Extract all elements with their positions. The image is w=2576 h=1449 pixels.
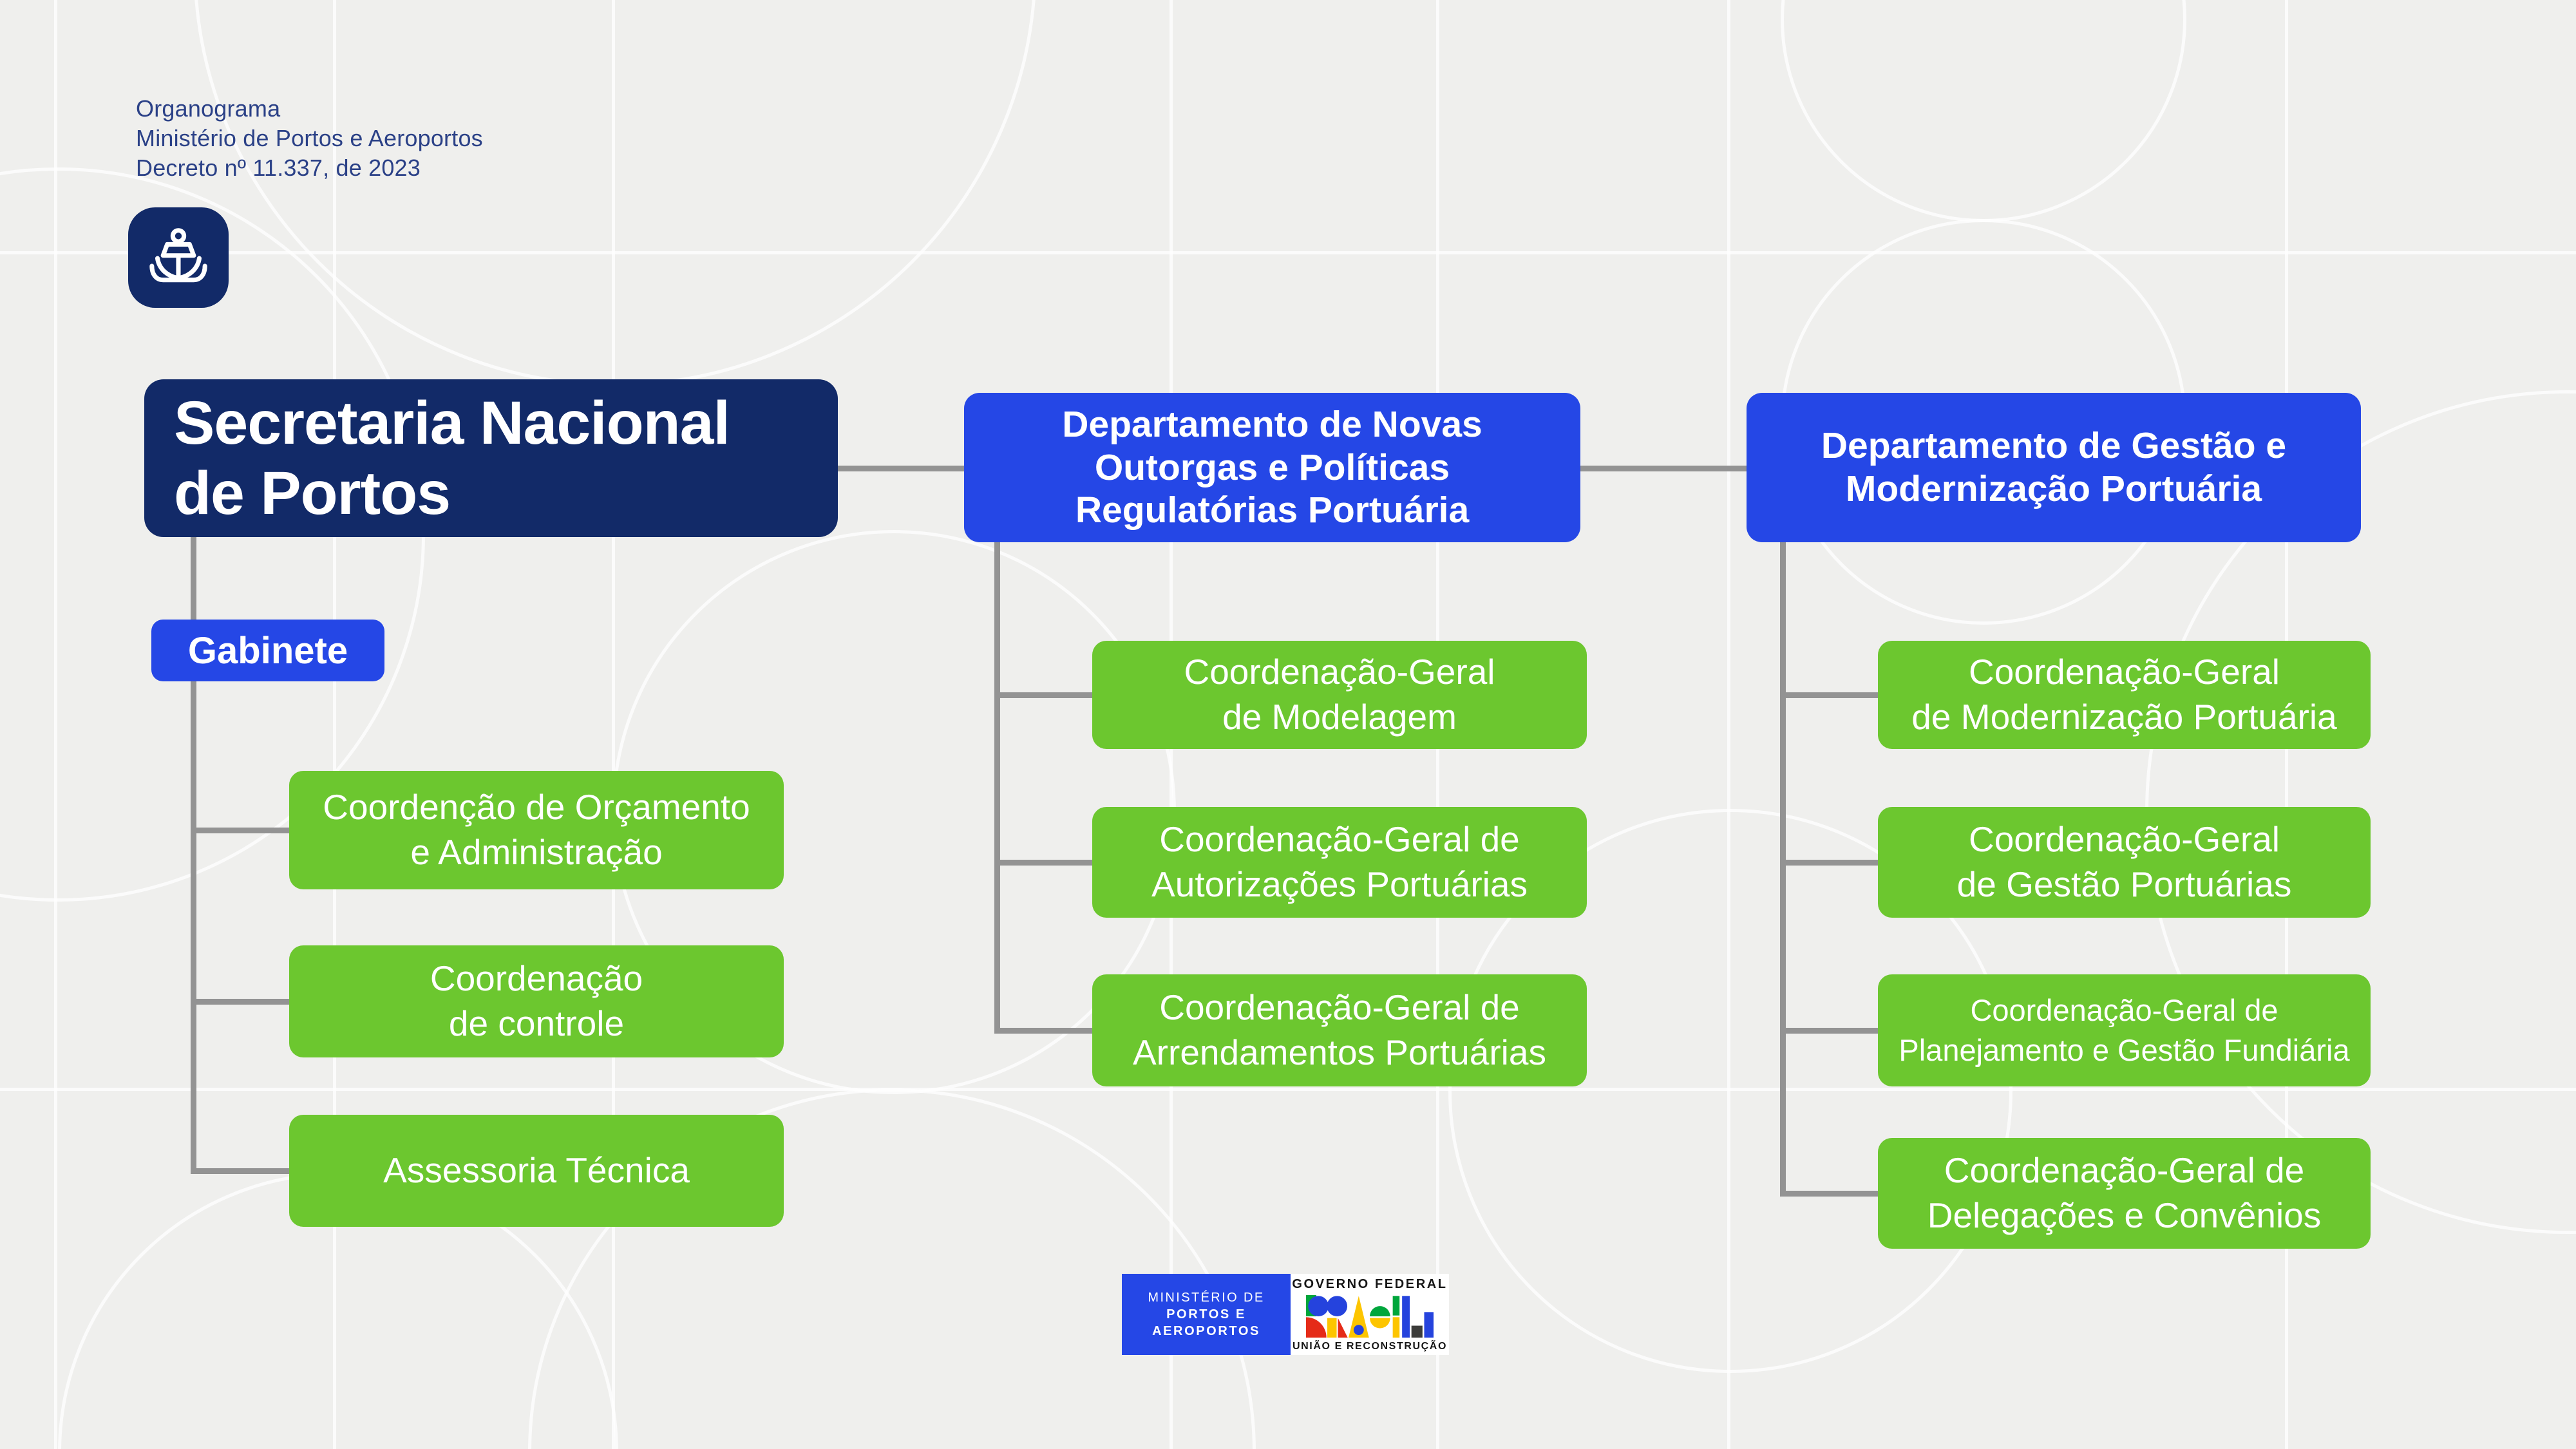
- connector-right-stub: [1780, 1191, 1878, 1197]
- node-label-line: de controle: [448, 1003, 625, 1043]
- connector-right-stub: [1780, 1028, 1878, 1034]
- node-label-line: Regulatórias Portuária: [1075, 489, 1470, 531]
- bg-line: [0, 251, 2576, 254]
- node-label-line: de Portos: [174, 459, 451, 527]
- node-label-line: de Modelagem: [1222, 697, 1457, 737]
- node-label-line: Coordenação-Geral de: [1159, 819, 1520, 860]
- node-secretaria: Secretaria Nacional de Portos: [144, 379, 838, 537]
- bg-circle: [1781, 0, 2186, 222]
- ministry-logo-line: MINISTÉRIO DE: [1148, 1291, 1265, 1305]
- header-line: Ministério de Portos e Aeroportos: [136, 125, 483, 151]
- node-label-line: de Gestão Portuárias: [1956, 864, 2292, 904]
- node-cg-planejamento-fundiaria: Coordenação-Geral de Planejamento e Gest…: [1878, 974, 2371, 1086]
- node-cg-delegacoes-convenios: Coordenação-Geral de Delegações e Convên…: [1878, 1138, 2371, 1249]
- ship-icon: [149, 228, 207, 283]
- governo-federal-block: GOVERNO FEDERAL UNIÃO E RECONSTRUÇÃO: [1291, 1274, 1449, 1355]
- node-gabinete: Gabinete: [151, 620, 384, 681]
- node-dept-gestao: Departamento de Gestão e Modernização Po…: [1747, 393, 2361, 542]
- bg-line: [0, 1088, 2576, 1091]
- connector-right-stub: [1780, 860, 1878, 866]
- bg-line: [612, 0, 615, 1449]
- connector-right-vertical: [1780, 542, 1786, 1197]
- connector-left-stub: [191, 999, 289, 1005]
- connector-mid-stub: [994, 692, 1092, 698]
- node-dept-outorgas: Departamento de Novas Outorgas e Polític…: [964, 393, 1580, 542]
- node-cg-modelagem: Coordenação-Geral de Modelagem: [1092, 641, 1587, 749]
- node-label-line: Departamento de Novas: [1062, 403, 1482, 445]
- node-label-line: Autorizações Portuárias: [1151, 864, 1528, 904]
- node-assessoria-tecnica: Assessoria Técnica: [289, 1115, 784, 1227]
- header-line: Organograma: [136, 95, 281, 122]
- node-label-line: Secretaria Nacional: [174, 389, 730, 458]
- connector-mid-stub: [994, 1028, 1092, 1034]
- node-cg-arrendamentos: Coordenação-Geral de Arrendamentos Portu…: [1092, 974, 1587, 1086]
- governo-federal-slogan: UNIÃO E RECONSTRUÇÃO: [1292, 1340, 1447, 1352]
- node-label-line: Coordenação-Geral de: [1159, 987, 1520, 1028]
- brasil-logo: [1306, 1294, 1434, 1338]
- ministry-logo-line: AEROPORTOS: [1152, 1324, 1260, 1338]
- connector-left-stub: [191, 828, 289, 833]
- node-label-line: Modernização Portuária: [1845, 468, 2262, 509]
- node-label-line: Departamento de Gestão e: [1821, 425, 2287, 467]
- node-label-line: e Administração: [410, 832, 663, 872]
- node-label-line: Coordenação-Geral de: [1944, 1150, 2305, 1191]
- connector-right-stub: [1780, 692, 1878, 698]
- node-label-line: Coordenação-Geral: [1968, 819, 2280, 860]
- node-label-line: Coordenação: [430, 958, 643, 999]
- governo-federal-label: GOVERNO FEDERAL: [1292, 1276, 1448, 1291]
- node-label-line: Delegações e Convênios: [1927, 1195, 2322, 1235]
- ministry-logo-block: MINISTÉRIO DE PORTOS E AEROPORTOS: [1122, 1274, 1291, 1355]
- node-label-line: Planejamento e Gestão Fundiária: [1899, 1033, 2350, 1067]
- bg-line: [1727, 0, 1730, 1449]
- node-coordenacao-controle: Coordenação de controle: [289, 945, 784, 1057]
- header-line: Decreto nº 11.337, de 2023: [136, 155, 421, 181]
- node-label-line: Assessoria Técnica: [383, 1150, 690, 1191]
- node-coordencao-orcamento: Coordenção de Orçamento e Administração: [289, 771, 784, 889]
- node-label-line: de Modernização Portuária: [1911, 697, 2337, 737]
- node-label-line: Gabinete: [187, 629, 348, 672]
- node-label-line: Coordenação-Geral: [1184, 652, 1495, 692]
- connector-left-stub: [191, 1168, 289, 1174]
- node-cg-modernizacao: Coordenação-Geral de Modernização Portuá…: [1878, 641, 2371, 749]
- connector-dept1-dept2: [1580, 466, 1747, 471]
- ministry-logo-line: PORTOS E: [1166, 1307, 1246, 1321]
- node-cg-autorizacoes: Coordenação-Geral de Autorizações Portuá…: [1092, 807, 1587, 918]
- node-cg-gestao-portuarias: Coordenação-Geral de Gestão Portuárias: [1878, 807, 2371, 918]
- connector-mid-vertical: [994, 542, 1000, 1034]
- ministry-badge: [128, 207, 229, 308]
- connector-mid-stub: [994, 860, 1092, 866]
- node-label-line: Coordenação-Geral: [1968, 652, 2280, 692]
- bg-circle: [1448, 809, 2012, 1373]
- document-header: Organograma Ministério de Portos e Aerop…: [136, 94, 483, 183]
- connector-root-dept1: [838, 466, 964, 471]
- node-label-line: Coordenação-Geral de: [1970, 992, 2278, 1027]
- node-label-line: Coordenção de Orçamento: [323, 787, 750, 828]
- node-label-line: Outorgas e Políticas: [1094, 446, 1450, 488]
- node-label-line: Arrendamentos Portuárias: [1133, 1032, 1546, 1072]
- connector-left-vertical: [191, 537, 196, 1174]
